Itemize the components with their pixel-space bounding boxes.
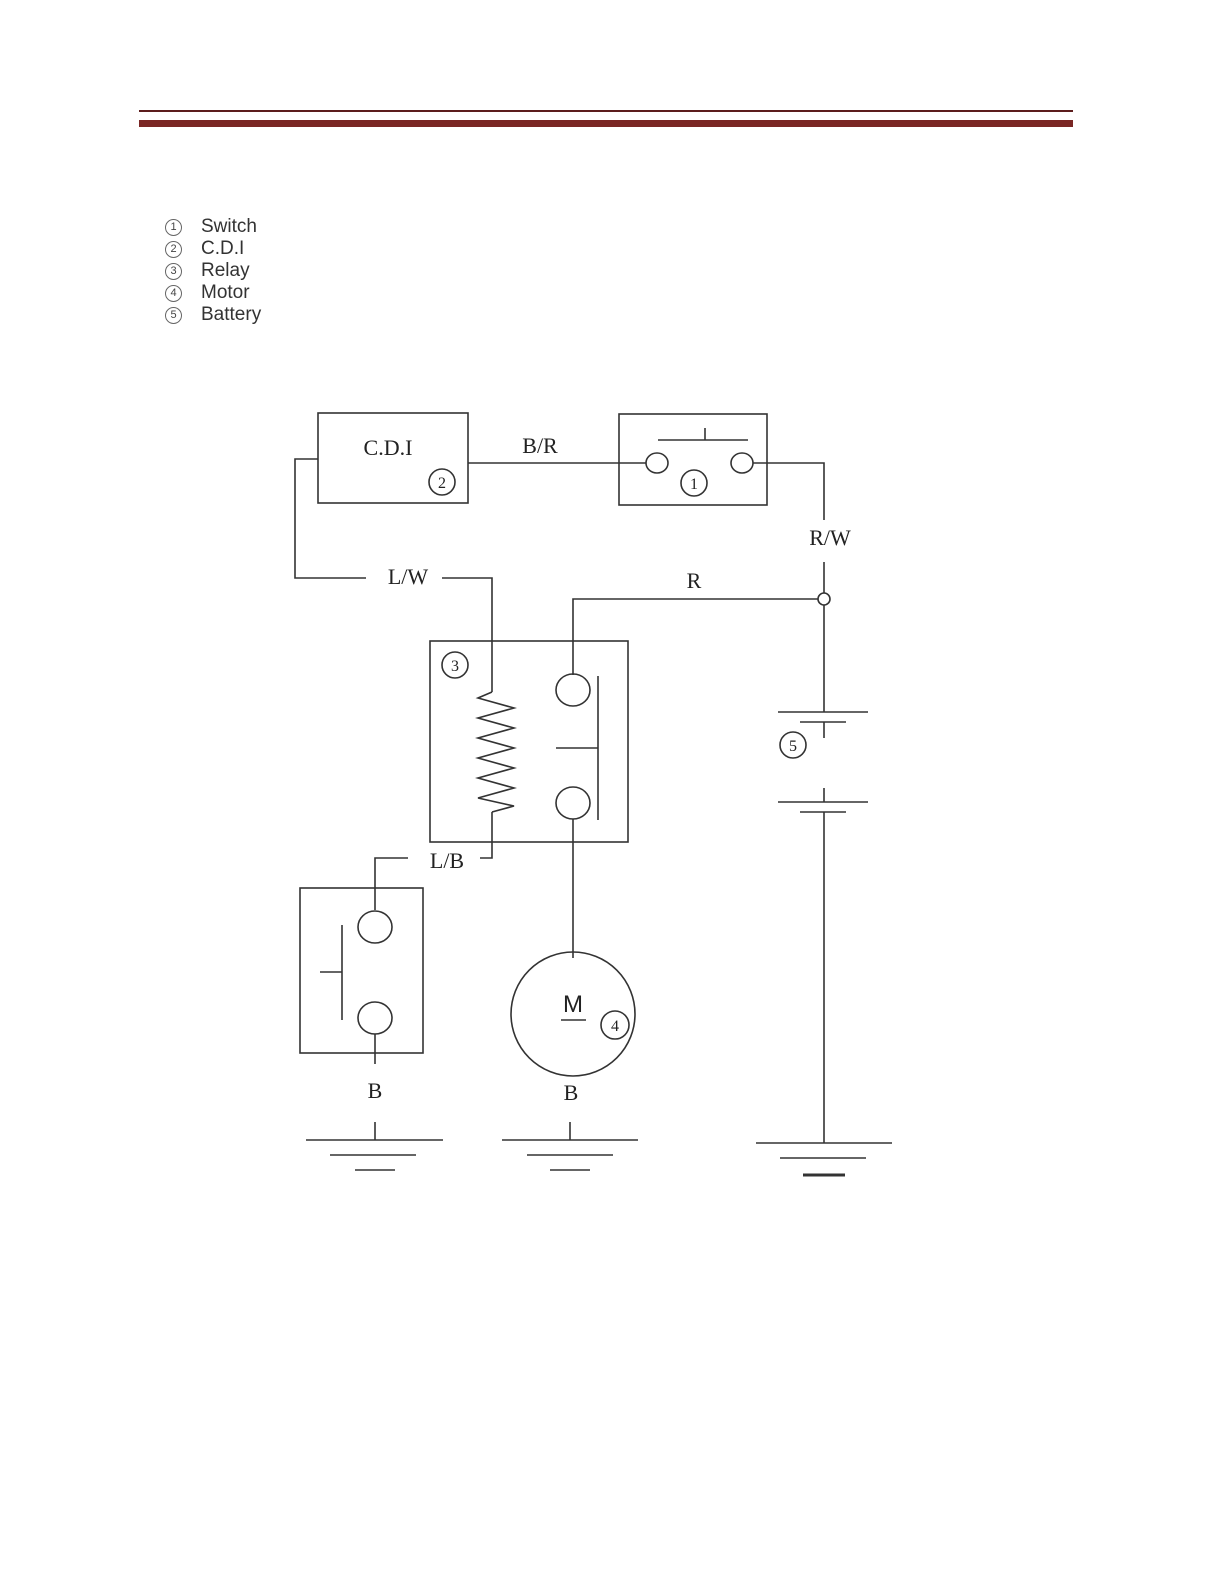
cdi-unit: C.D.I 2 [318,413,468,503]
wire-lb-label: L/B [430,848,464,873]
wire-lw-right [442,578,492,692]
wire-rw-upper [753,463,824,520]
switch-terminal-right [731,453,753,473]
ground-symbol-motor [502,1122,638,1170]
switch-number: 1 [690,476,698,493]
relay-coil [478,692,514,812]
battery-number: 5 [789,738,797,755]
relay-terminal-top [556,674,590,706]
wire-r [573,599,818,675]
ground-left-label: B [368,1078,383,1103]
starter-switch-terminal-top [358,911,392,943]
relay-number: 3 [451,658,459,675]
ground-symbol-battery [756,1143,892,1175]
starter-switch-terminal-bottom [358,1002,392,1034]
wire-lw-label: L/W [388,564,429,589]
wire-rw-label: R/W [809,525,851,550]
switch-terminal-left [646,453,668,473]
wire-lw-left [295,459,366,578]
wire-lb-right [480,812,492,858]
starter-relay: 3 [430,641,628,842]
motor-symbol: M [563,991,583,1018]
starter-switch [300,888,423,1053]
starter-motor: M 4 [511,952,635,1076]
cdi-number: 2 [438,475,446,492]
junction-node [818,593,830,605]
ground-symbol-left [306,1122,443,1170]
motor-number: 4 [611,1018,619,1035]
battery: 5 [778,605,868,1143]
relay-terminal-bottom [556,787,590,819]
cdi-label: C.D.I [364,435,413,460]
main-switch: 1 [619,414,767,505]
wire-br-label: B/R [522,433,558,458]
wire-r-label: R [687,568,702,593]
wire-lb-left [375,858,408,910]
ground-motor-label: B [564,1080,579,1105]
